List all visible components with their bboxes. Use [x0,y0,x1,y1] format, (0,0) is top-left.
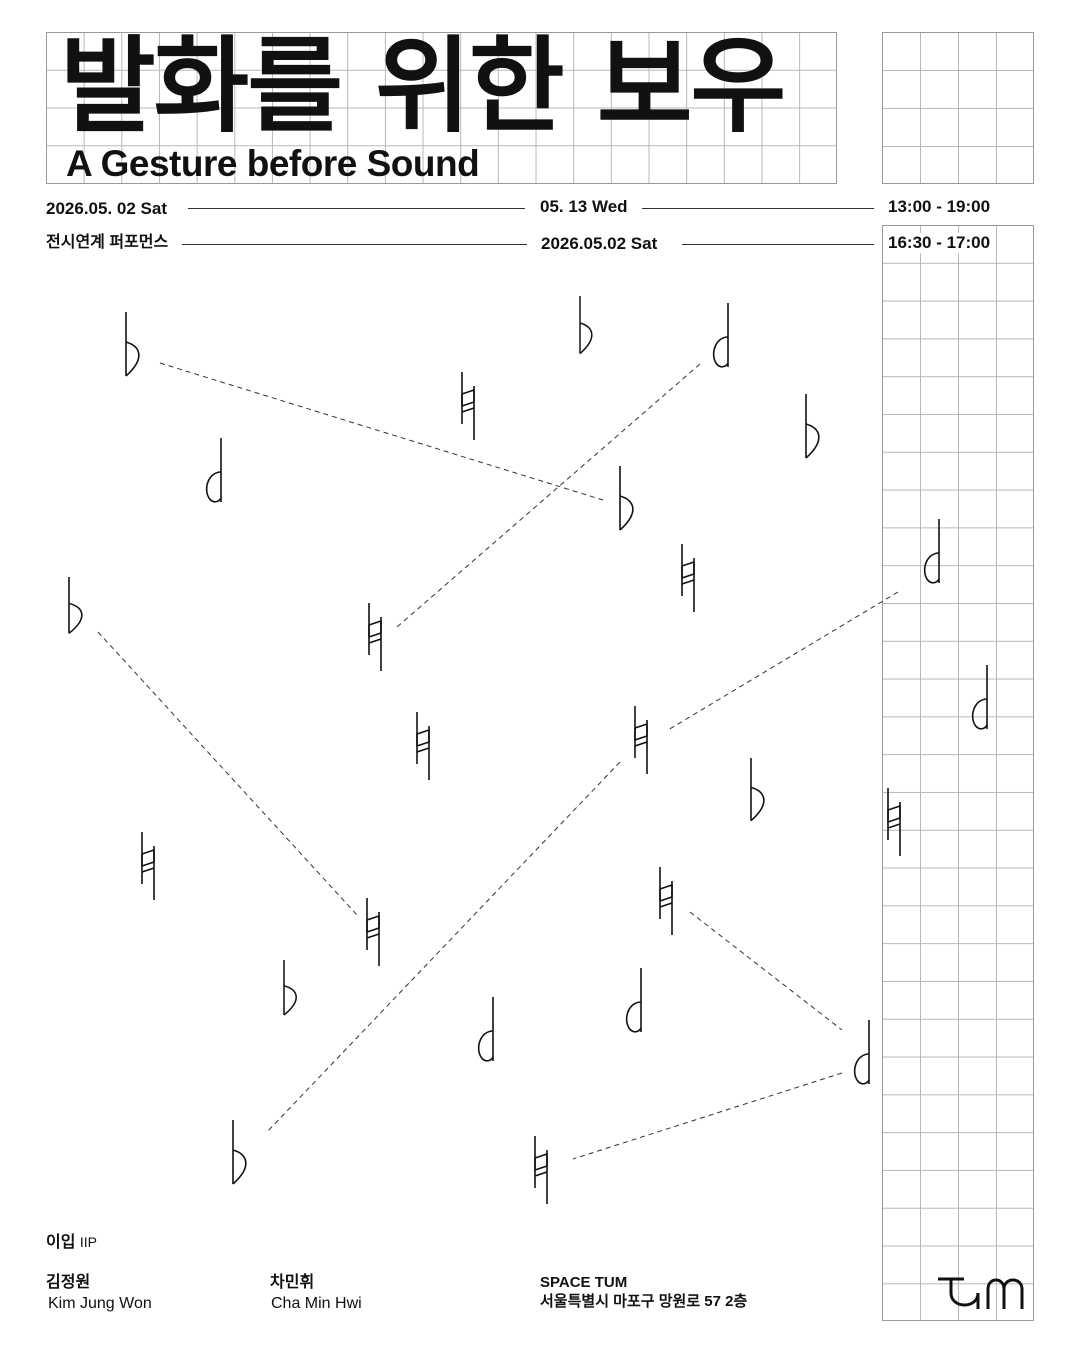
flat-symbol-icon [232,1119,247,1185]
organizer-name-ko: 이입 [46,1234,76,1251]
exhibition-start-date: 2026.05. 02 Sat [46,199,171,219]
venue-address: 서울특별시 마포구 망원로 57 2층 [540,1293,748,1310]
half-note-icon [205,437,222,503]
artist-2-name-ko: 차민휘 [270,1274,315,1291]
flat-symbol-icon [68,576,83,635]
schedule-rule [182,244,527,245]
organizer: 이입 IIP [46,1232,97,1253]
flat-symbol-icon [805,393,820,459]
natural-symbol-icon [534,1135,548,1205]
half-note-icon [477,996,494,1062]
artist-1-name-en: Kim Jung Won [48,1295,152,1312]
half-note-icon [853,1019,870,1085]
natural-symbol-icon [141,831,155,901]
artist-1-name-ko: 김정원 [46,1274,91,1291]
natural-symbol-icon [366,897,380,967]
half-note-icon [923,518,940,584]
title-grid [46,32,837,184]
flat-symbol-icon [750,757,765,822]
half-note-icon [712,302,729,368]
flat-symbol-icon [125,311,140,377]
flat-symbol-icon [579,295,593,355]
schedule-rule [188,208,525,209]
natural-symbol-icon [461,371,475,441]
half-note-icon [625,967,642,1033]
natural-symbol-icon [416,711,430,781]
title-korean: 발화를 위한 보우 [60,25,786,147]
side-grid [882,225,1034,1321]
schedule-rule [682,244,874,245]
performance-date: 2026.05.02 Sat [541,234,662,254]
natural-symbol-icon [681,543,695,613]
performance-hours: 16:30 - 17:00 [888,233,995,253]
flat-symbol-icon [283,959,297,1016]
schedule-rule [642,208,874,209]
dashed-connectors [97,362,899,1160]
artist-2-name-en: Cha Min Hwi [271,1295,362,1312]
corner-grid [882,32,1034,184]
natural-symbol-icon [887,787,901,857]
organizer-name-en: IIP [79,1234,98,1250]
title-english: A Gesture before Sound [66,143,480,184]
exhibition-hours: 13:00 - 19:00 [888,197,995,217]
flat-symbol-icon [619,465,634,531]
exhibition-end-date: 05. 13 Wed [540,197,632,217]
venue-name: SPACE TUM [540,1274,628,1291]
tum-logo-icon [938,1277,1024,1309]
half-note-icon [971,664,988,730]
natural-symbol-icon [368,602,382,672]
natural-symbol-icon [659,866,673,936]
natural-symbol-icon [634,705,648,775]
performance-label: 전시연계 퍼포먼스 [46,233,173,253]
